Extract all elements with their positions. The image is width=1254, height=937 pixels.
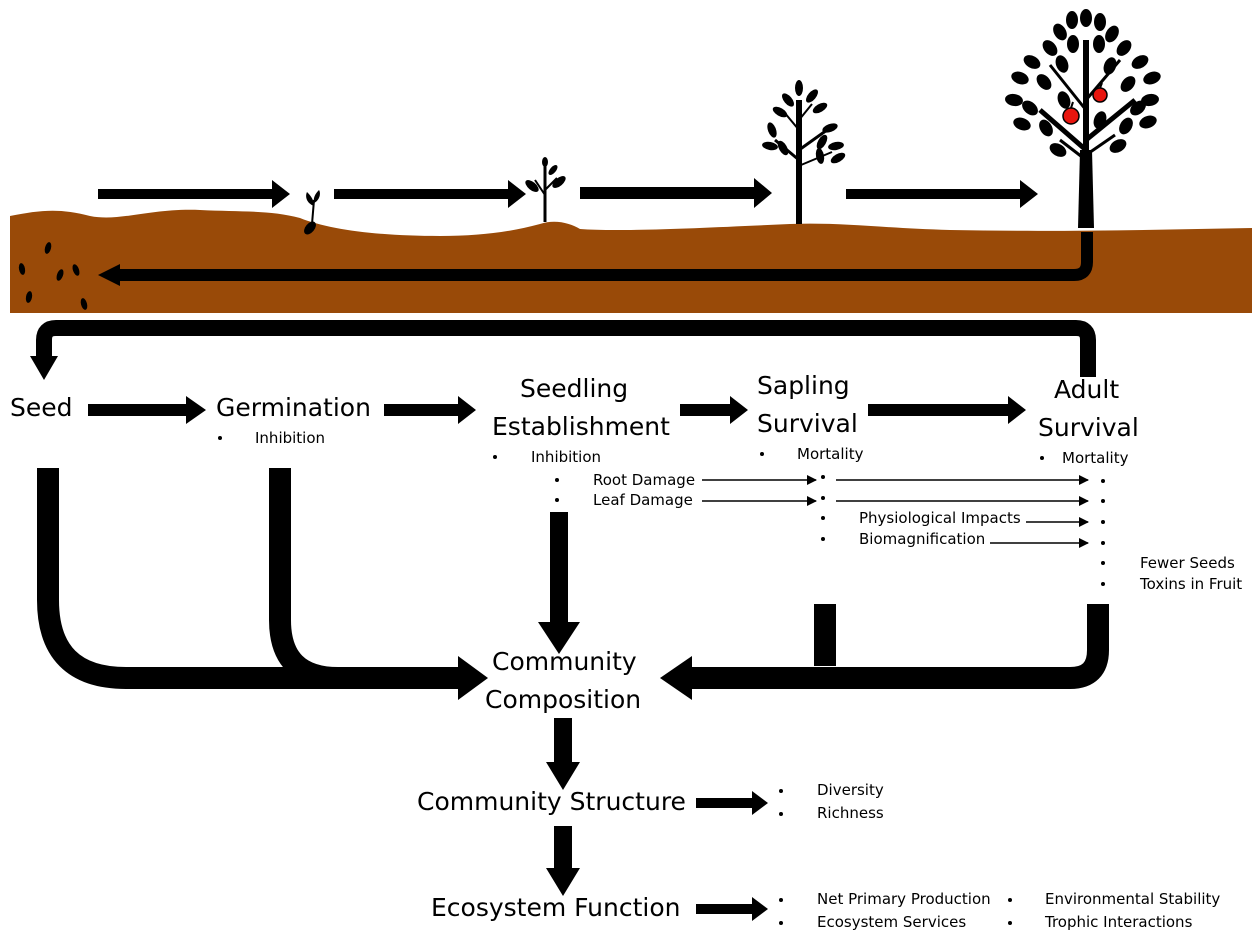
effect-sapling-mortality: Mortality: [797, 445, 864, 463]
cycle-loop-arrow: [36, 320, 1096, 377]
fruit-tree-icon: [1005, 9, 1161, 228]
function-outcome: Net Primary Production: [817, 890, 991, 908]
structure-outcome: Diversity: [817, 781, 884, 799]
seedling-icon: [525, 157, 566, 222]
effect-biomagnification: Biomagnification: [859, 530, 986, 548]
apple-icon: [1062, 82, 1108, 125]
level-community-composition-line2: Composition: [485, 685, 642, 714]
function-outcome: Trophic Interactions: [1045, 913, 1193, 931]
effect-germination-inhibition: Inhibition: [255, 429, 326, 447]
effect-root-damage: Root Damage: [593, 471, 696, 489]
growth-arrows: [98, 178, 1038, 208]
level-ecosystem-function: Ecosystem Function: [431, 893, 681, 922]
stage-sapling-line1: Sapling: [757, 371, 850, 400]
sprout-icon: [304, 190, 320, 235]
function-outcome: Ecosystem Services: [817, 913, 967, 931]
seed-return-arrow: [120, 232, 1093, 281]
stage-germination: Germination: [216, 393, 371, 422]
bullet-dots: [218, 436, 1105, 925]
stage-sapling-line2: Survival: [757, 409, 858, 438]
stage-adult-line1: Adult: [1054, 375, 1120, 404]
level-community-structure: Community Structure: [417, 787, 686, 816]
stage-seedling-line2: Establishment: [492, 412, 670, 441]
stage-seed: Seed: [10, 393, 73, 422]
function-outcome: Environmental Stability: [1045, 890, 1221, 908]
cascade-arrows: [546, 718, 768, 921]
composition-arrows: [37, 468, 1109, 700]
effect-leaf-damage: Leaf Damage: [593, 491, 693, 509]
stage-seedling-line1: Seedling: [520, 374, 629, 403]
sapling-icon: [762, 80, 846, 224]
effect-arrows: [702, 475, 1089, 548]
effect-fewer-seeds: Fewer Seeds: [1140, 554, 1235, 572]
structure-outcome: Richness: [817, 804, 884, 822]
stage-arrows: [88, 396, 1026, 424]
seed-icon: [18, 242, 88, 310]
effect-physiological-impacts: Physiological Impacts: [859, 509, 1021, 527]
stage-adult-line2: Survival: [1038, 413, 1139, 442]
effect-seedling-inhibition: Inhibition: [531, 448, 602, 466]
effect-adult-mortality: Mortality: [1062, 449, 1129, 467]
effect-toxins-in-fruit: Toxins in Fruit: [1140, 575, 1243, 593]
soil-icon: [10, 209, 1252, 313]
level-community-composition-line1: Community: [492, 647, 637, 676]
